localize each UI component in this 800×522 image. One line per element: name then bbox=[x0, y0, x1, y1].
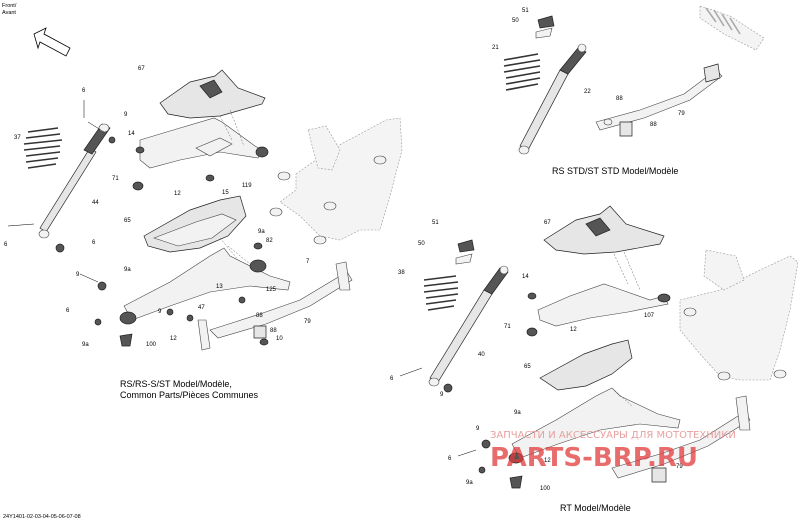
caption-common-line1: RS/RS-S/ST Model/Modèle, bbox=[120, 379, 232, 389]
caption-rt: RT Model/Modèle bbox=[560, 503, 631, 513]
callout: 21 bbox=[492, 45, 499, 51]
callout: 12 bbox=[170, 336, 177, 342]
callout: 65 bbox=[124, 218, 131, 224]
callout: 38 bbox=[398, 270, 405, 276]
callout: 9 bbox=[158, 309, 162, 315]
rt-assembly bbox=[399, 205, 799, 489]
callout: 100 bbox=[146, 342, 157, 348]
callout: 6 bbox=[82, 88, 86, 94]
callout: 79 bbox=[676, 464, 683, 470]
callout: 9a bbox=[82, 342, 89, 348]
callout: 15 bbox=[222, 190, 229, 196]
callout: 6 bbox=[4, 242, 8, 248]
callout: 37 bbox=[14, 135, 21, 141]
callout: 10 bbox=[276, 336, 283, 342]
callout: 51 bbox=[522, 8, 529, 14]
callout: 12 bbox=[544, 458, 551, 464]
callout: 9a bbox=[258, 229, 265, 235]
callout: 107 bbox=[644, 313, 655, 319]
callout: 47 bbox=[198, 305, 205, 311]
callout: 9a bbox=[466, 480, 473, 486]
callout: 50 bbox=[418, 241, 425, 247]
callouts-rs-std: 51 50 21 22 88 79 88 bbox=[492, 8, 685, 128]
orientation-line1: Front/ bbox=[2, 3, 17, 9]
orientation-line2: Avant bbox=[2, 10, 16, 16]
callout: 125 bbox=[266, 287, 277, 293]
callouts-rt: 51 50 38 67 14 71 12 107 6 9 40 65 6 9a … bbox=[390, 220, 683, 492]
watermark-logo: PARTS-BRP.RU bbox=[490, 443, 698, 473]
callout: 67 bbox=[544, 220, 551, 226]
callout: 14 bbox=[128, 131, 135, 137]
callout: 67 bbox=[138, 66, 145, 72]
callout: 12 bbox=[570, 327, 577, 333]
callout: 79 bbox=[304, 319, 311, 325]
figure-code: 24Y1401-02-03-04-05-06-07-08 bbox=[3, 514, 81, 520]
front-arrow-icon bbox=[33, 27, 71, 57]
callout: 13 bbox=[216, 284, 223, 290]
callout: 82 bbox=[266, 238, 273, 244]
callouts-main: 67 6 9 37 14 71 12 15 119 44 6 65 9a 82 … bbox=[4, 66, 311, 348]
callout: 71 bbox=[504, 324, 511, 330]
callout: 14 bbox=[522, 274, 529, 280]
watermark-line1: ЗАПЧАСТИ И АКСЕССУАРЫ ДЛЯ МОТОТЕХНИКИ bbox=[490, 430, 736, 441]
callout: 119 bbox=[242, 183, 252, 189]
callout: 9 bbox=[124, 112, 128, 118]
rs-std-assembly bbox=[503, 5, 765, 155]
callout: 100 bbox=[540, 486, 551, 492]
callout: 79 bbox=[678, 111, 685, 117]
callout: 40 bbox=[478, 352, 485, 358]
callout: 7 bbox=[306, 259, 310, 265]
callout: 65 bbox=[524, 364, 531, 370]
callout: 9a bbox=[124, 267, 131, 273]
callout: 9 bbox=[76, 272, 80, 278]
callout: 22 bbox=[584, 89, 591, 95]
callout: 44 bbox=[92, 200, 99, 206]
callout: 9a bbox=[514, 410, 521, 416]
callout: 6 bbox=[66, 308, 70, 314]
callout: 88 bbox=[270, 328, 277, 334]
callout: 6 bbox=[390, 376, 394, 382]
main-assembly bbox=[7, 69, 403, 351]
callout: 6 bbox=[448, 456, 452, 462]
callout: 9 bbox=[476, 426, 480, 432]
callout: 51 bbox=[432, 220, 439, 226]
caption-rs-std: RS STD/ST STD Model/Modèle bbox=[552, 166, 678, 176]
callout: 6 bbox=[92, 240, 96, 246]
callout: 9 bbox=[440, 392, 444, 398]
callout: 88 bbox=[650, 122, 657, 128]
callout: 71 bbox=[112, 176, 119, 182]
callout: 88 bbox=[616, 96, 623, 102]
caption-common-line2: Common Parts/Pièces Communes bbox=[120, 390, 259, 400]
callout: 88 bbox=[256, 313, 263, 319]
callout: 50 bbox=[512, 18, 519, 24]
callout: 12 bbox=[174, 191, 181, 197]
